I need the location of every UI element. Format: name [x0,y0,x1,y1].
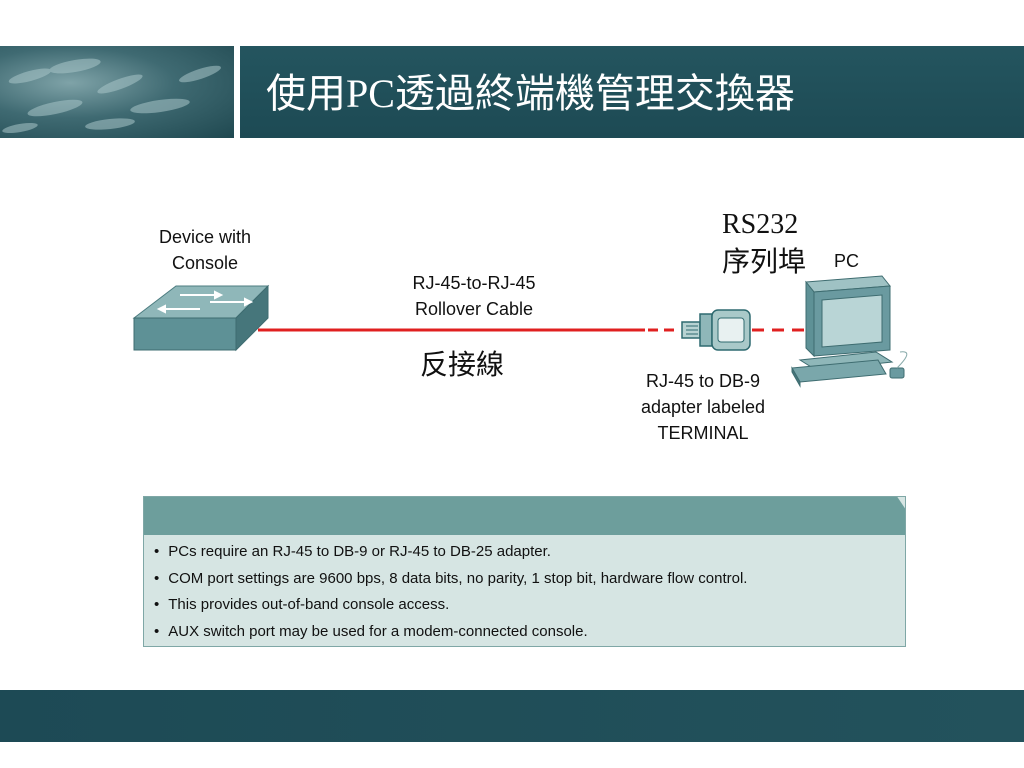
note-item: AUX switch port may be used for a modem-… [154,619,747,646]
pc-icon [791,275,908,388]
cable-label: RJ-45-to-RJ-45 Rollover Cable [390,270,558,322]
device-label-line2: Console [171,253,239,273]
cable-label-line1: RJ-45-to-RJ-45 [412,273,536,293]
page-title: 使用PC透過終端機管理交換器 [266,71,795,116]
footer-band [0,690,1024,742]
pc-label: PC [834,251,860,271]
notes-header-bar [144,497,905,535]
adapter-label-line2: adapter labeled [640,397,766,417]
rs232-label-line1: RS232 [722,209,799,240]
notes-box: PCs require an RJ-45 to DB-9 or RJ-45 to… [143,496,906,647]
notes-list: PCs require an RJ-45 to DB-9 or RJ-45 to… [154,539,747,645]
rs232-label-line2: 序列埠 [722,247,807,278]
note-item: PCs require an RJ-45 to DB-9 or RJ-45 to… [154,539,747,566]
device-label-line1: Device with [158,227,252,247]
cable-chinese-label: 反接線 [420,350,505,381]
switch-icon [132,284,270,352]
cable-label-line2: Rollover Cable [414,299,534,319]
adapter-label: RJ-45 to DB-9 adapter labeled TERMINAL [618,368,788,446]
rs232-label: RS232 序列埠 [722,206,806,282]
device-label: Device with Console [140,224,270,276]
note-item: This provides out-of-band console access… [154,592,747,619]
header-divider [234,46,240,138]
adapter-icon [681,309,751,351]
adapter-label-line3: TERMINAL [657,423,749,443]
adapter-label-line1: RJ-45 to DB-9 [645,371,761,391]
note-item: COM port settings are 9600 bps, 8 data b… [154,566,747,593]
header-fish-image [0,46,234,138]
